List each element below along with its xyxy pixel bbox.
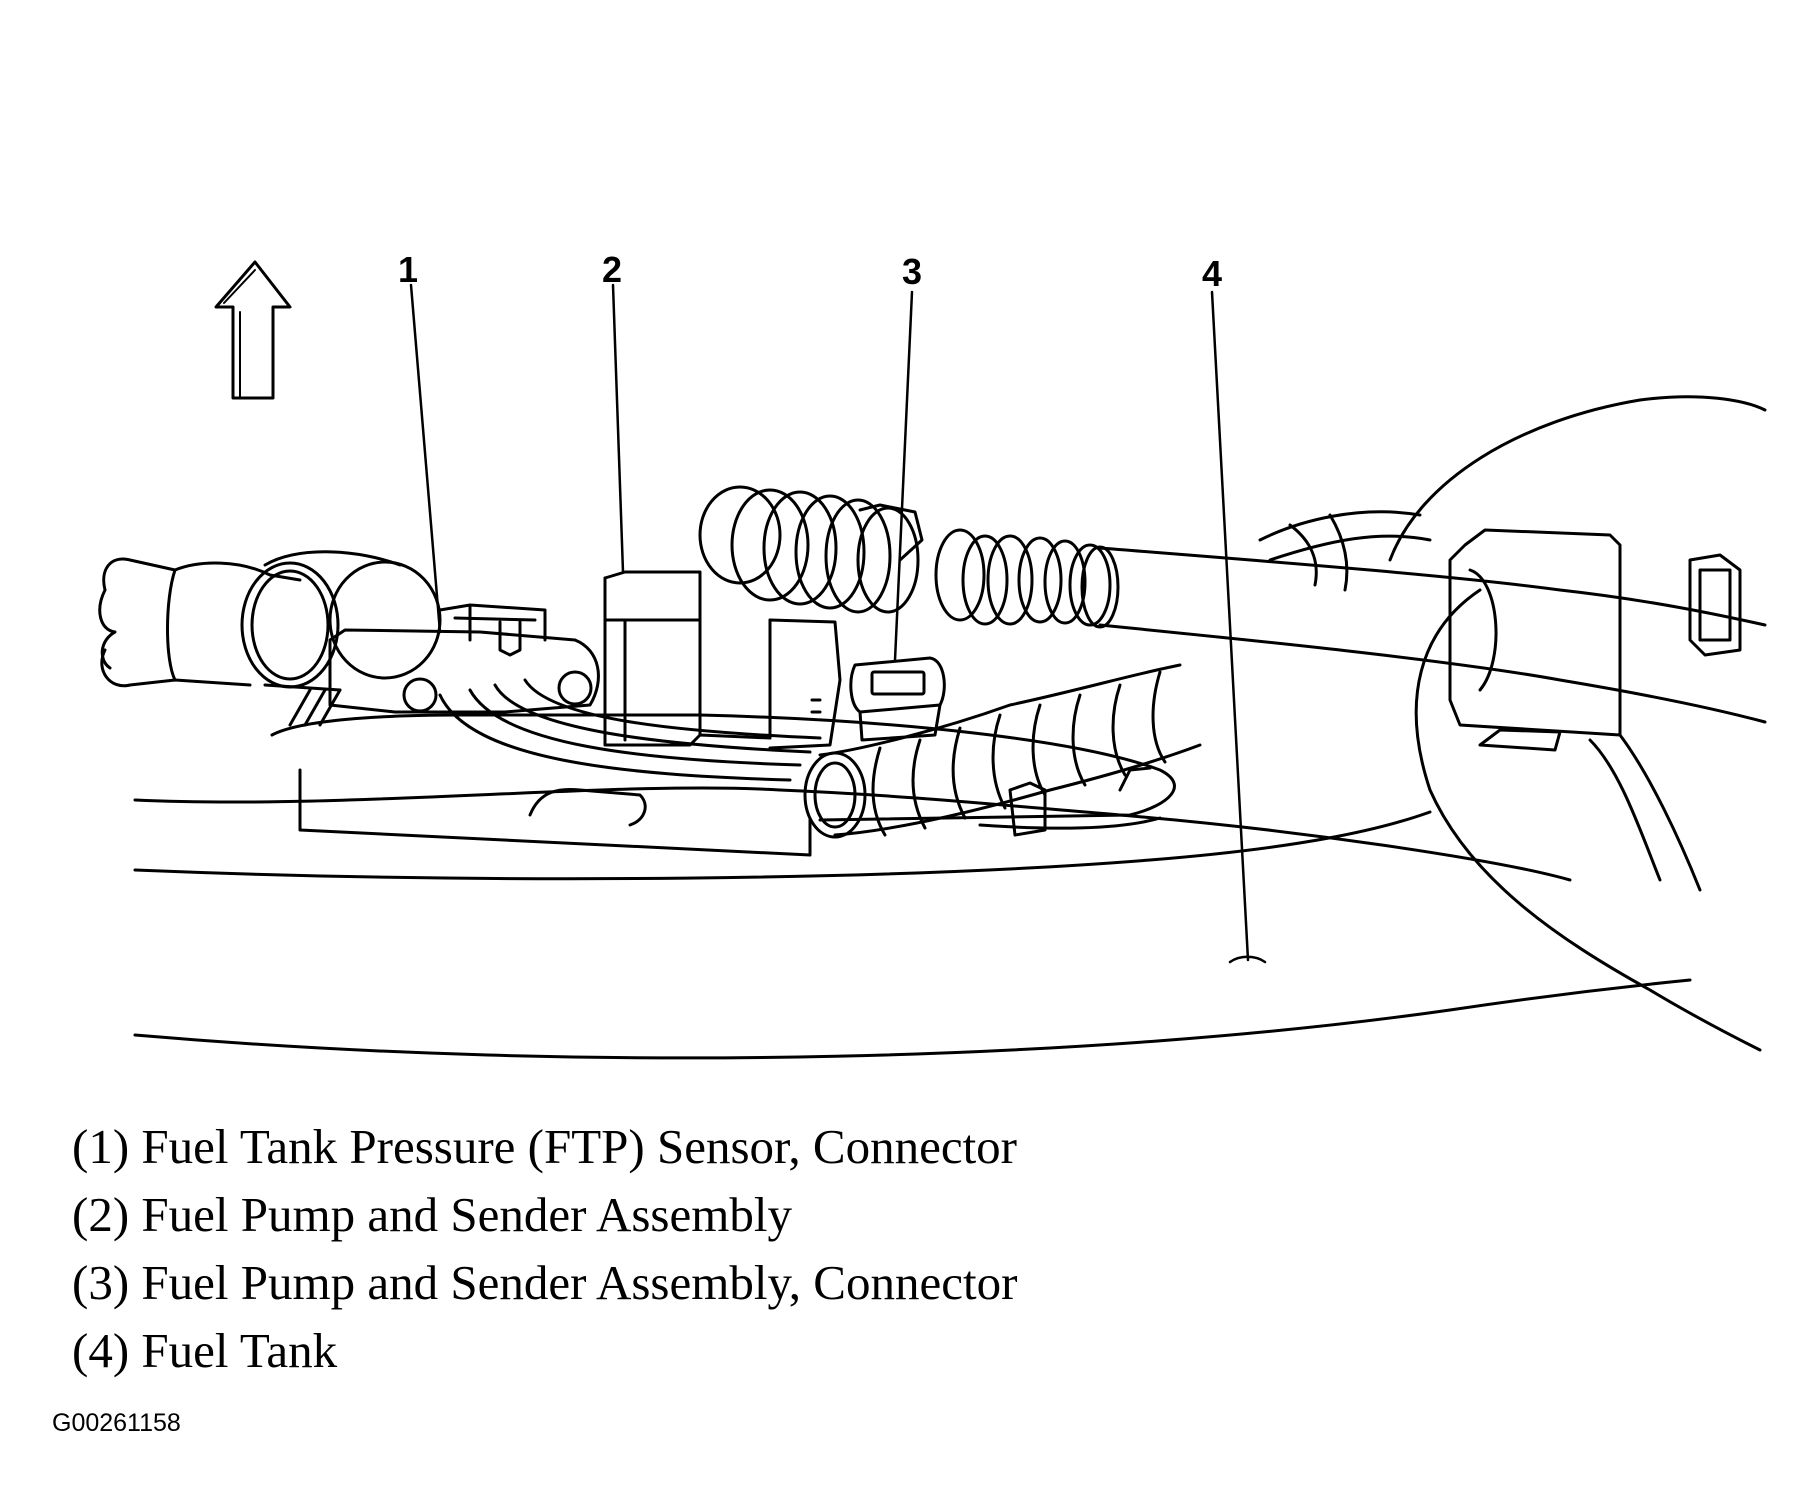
legend-item-3: (3) Fuel Pump and Sender Assembly, Conne… [72,1255,1018,1310]
legend-item-1: (1) Fuel Tank Pressure (FTP) Sensor, Con… [72,1119,1017,1174]
wire-harness [438,678,822,782]
fuel-pump-sender-module [603,570,842,750]
legend: (1) Fuel Tank Pressure (FTP) Sensor, Con… [72,1113,1017,1385]
figure-id: G00261158 [52,1409,181,1437]
legend-item-2: (2) Fuel Pump and Sender Assembly [72,1187,792,1242]
fuel-line-left [98,550,442,692]
filler-neck [1258,510,1432,592]
leader-lines [409,283,1267,964]
callout-4: 4 [1201,253,1223,294]
line-bracket [1448,528,1742,892]
lock-ring [270,713,1176,857]
callout-2: 2 [601,249,623,290]
fuel-line-main [1080,545,1767,724]
legend-item-4: (4) Fuel Tank [72,1323,338,1378]
convolute-tube [803,663,1202,839]
fuel-tank [133,395,1767,1060]
up-arrow-icon [214,260,292,400]
leader-4 [1210,290,1250,962]
leader-3 [893,290,914,662]
callout-1: 1 [397,249,419,290]
callout-3: 3 [901,251,923,292]
ribbed-hose [698,485,1112,627]
pump-sender-connector [849,656,946,742]
leader-2 [611,283,625,574]
ftp-sensor-connector [288,603,600,727]
leader-1 [409,283,442,634]
